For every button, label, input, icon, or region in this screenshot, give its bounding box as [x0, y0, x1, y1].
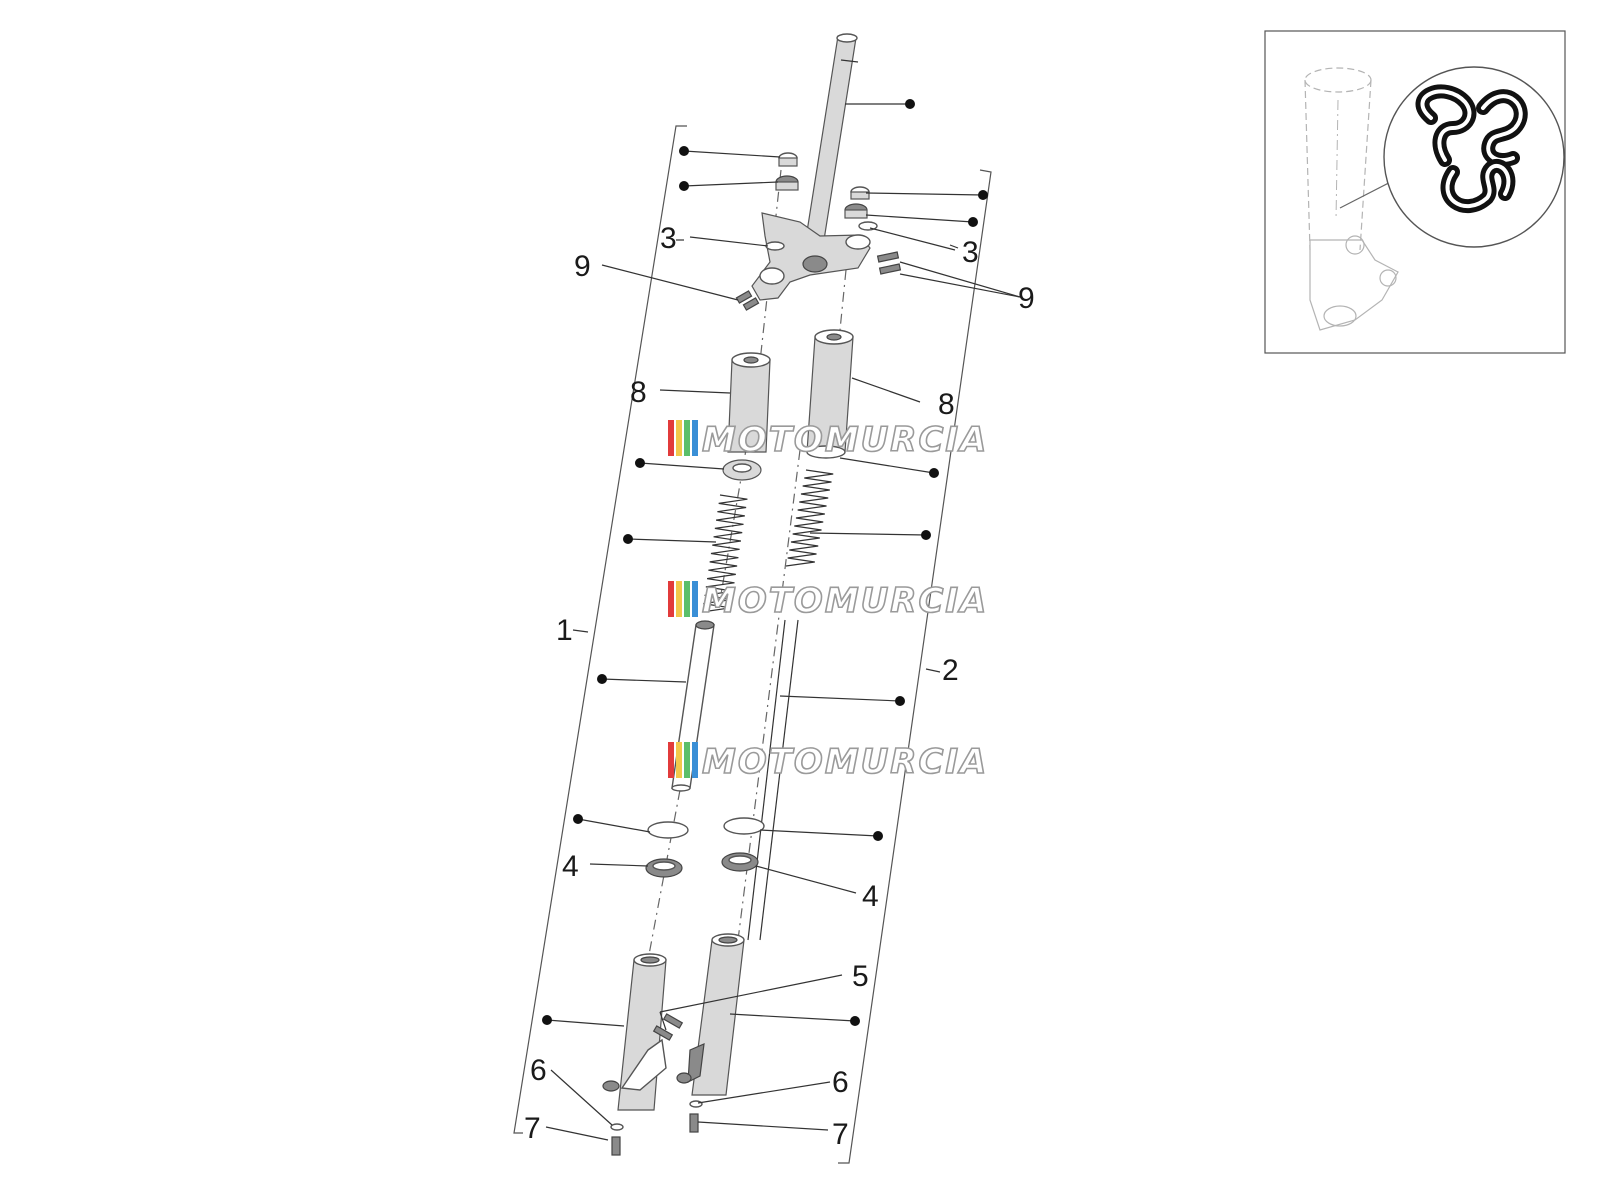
watermark-1: MOTOMURCIA [668, 419, 988, 461]
damper-rod-left [671, 620, 715, 792]
screw-bottom-left [611, 1136, 621, 1156]
oil-seal-right [721, 852, 759, 872]
callout-2: 2 [942, 654, 959, 687]
bolts-left [735, 290, 760, 311]
watermark-text: MOTOMURCIA [702, 742, 988, 782]
damper-rod-right [747, 619, 799, 941]
callout-8-right: 8 [938, 388, 955, 421]
washer-bottom-left [610, 1123, 624, 1131]
washer-left [765, 241, 785, 251]
callout-3-right: 3 [962, 236, 979, 269]
callout-8-left: 8 [630, 376, 647, 409]
oil-seal-left [645, 858, 683, 878]
callout-3-left: 3 [660, 222, 677, 255]
tri-loop-logo-icon [1415, 84, 1528, 214]
spring-left [701, 494, 748, 613]
spring-right [785, 469, 834, 567]
cap-right [850, 186, 870, 200]
callout-5: 5 [852, 960, 869, 993]
callout-9-right: 9 [1018, 282, 1035, 315]
circlip-left [647, 821, 689, 839]
inset-fork-leg [1304, 67, 1399, 331]
slider-right [676, 933, 745, 1096]
fork-tube-upper-left [727, 352, 771, 453]
callout-4-right: 4 [862, 880, 879, 913]
callout-7-right: 7 [832, 1118, 849, 1151]
callout-labels: 3 3 9 9 8 8 1 2 4 4 5 6 6 7 7 [524, 222, 1035, 1151]
group-bracket-left [513, 125, 687, 1134]
circlip-right [723, 817, 765, 835]
fork-tube-upper-right [806, 329, 854, 459]
washer-right [858, 221, 878, 231]
callout-7-left: 7 [524, 1112, 541, 1145]
bolts-5 [652, 1013, 684, 1041]
callout-6-left: 6 [530, 1054, 547, 1087]
inset-panel [1264, 30, 1566, 354]
screw-bottom-right [689, 1113, 699, 1133]
watermark-3: MOTOMURCIA [668, 741, 988, 783]
center-axes [647, 169, 847, 961]
washer-bottom-right [689, 1100, 703, 1108]
watermark-text: MOTOMURCIA [702, 581, 988, 621]
bolts-right [876, 251, 902, 275]
callout-6-right: 6 [832, 1066, 849, 1099]
callout-4-left: 4 [562, 850, 579, 883]
leader-lines [545, 103, 1021, 1141]
seal-top-right [844, 203, 868, 219]
triple-clamp [751, 212, 871, 301]
cap-left [778, 152, 798, 167]
bullet-dots [542, 99, 988, 1026]
watermark-2: MOTOMURCIA [668, 580, 988, 622]
seal-top-left [775, 175, 799, 191]
group-bracket-right [838, 169, 992, 1164]
slider-left [602, 953, 667, 1111]
callout-9-left: 9 [574, 250, 591, 283]
inset-callout-bubble [1383, 66, 1565, 248]
callout-1: 1 [556, 614, 573, 647]
spring-seat-left [722, 459, 762, 481]
watermark-text: MOTOMURCIA [702, 420, 988, 460]
